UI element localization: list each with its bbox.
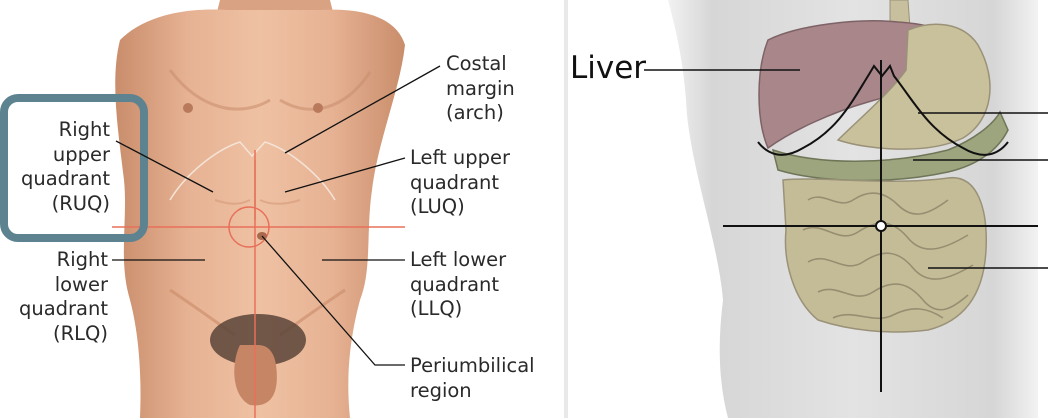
luq-label: Left upper quadrant (LUQ): [410, 146, 510, 220]
abdominal-quadrants-diagram: Costal margin (arch) Right upper quadran…: [0, 0, 564, 418]
liver-label: Liver: [570, 50, 646, 86]
llq-label: Left lower quadrant (LLQ): [410, 248, 506, 322]
ruq-label: Right upper quadrant (RUQ): [21, 118, 110, 216]
costal-margin-label: Costal margin (arch): [446, 52, 515, 126]
nipple-right: [183, 103, 193, 113]
rlq-label: Right lower quadrant (RLQ): [19, 248, 108, 346]
nipple-left: [313, 103, 323, 113]
abdominal-organs-diagram: Liver: [568, 0, 1048, 418]
periumbilical-label: Periumbilical region: [410, 354, 535, 403]
small-intestine: [783, 178, 986, 332]
umbilicus-marker: [876, 221, 886, 231]
